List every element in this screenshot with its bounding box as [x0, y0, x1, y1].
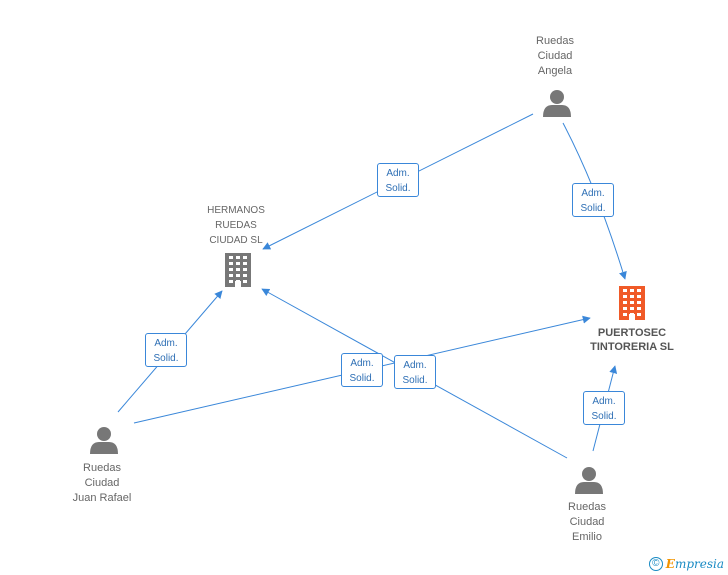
edge-label-angela-hermanos[interactable]: Adm. Solid. — [377, 163, 419, 197]
building-icon-hermanos[interactable] — [225, 253, 251, 287]
person-icon-angela[interactable] — [543, 90, 571, 117]
node-label-angela[interactable]: Ruedas Ciudad Angela — [536, 35, 574, 77]
node-label-juan[interactable]: Ruedas Ciudad Juan Rafael — [72, 462, 132, 504]
edge-label-angela-puertosec[interactable]: Adm. Solid. — [572, 183, 614, 217]
edge-label-juan-hermanos[interactable]: Adm. Solid. — [145, 333, 187, 367]
edge-label-emilio-hermanos[interactable]: Adm. Solid. — [394, 355, 436, 389]
node-label-hermanos[interactable]: HERMANOS RUEDAS CIUDAD SL — [207, 205, 265, 246]
person-icon-juan[interactable] — [90, 427, 118, 454]
copyright-icon: © — [648, 557, 663, 571]
node-label-puertosec[interactable]: PUERTOSEC TINTORERIA SL — [590, 327, 674, 353]
person-icon-emilio[interactable] — [575, 467, 603, 494]
copyright-footer: © Empresia — [648, 557, 724, 571]
edge-label-emilio-puertosec[interactable]: Adm. Solid. — [583, 391, 625, 425]
brand-logo[interactable]: Empresia — [665, 557, 724, 571]
edge-label-juan-puertosec[interactable]: Adm. Solid. — [341, 353, 383, 387]
node-label-emilio[interactable]: Ruedas Ciudad Emilio — [568, 501, 606, 543]
building-icon-puertosec[interactable] — [619, 286, 645, 320]
